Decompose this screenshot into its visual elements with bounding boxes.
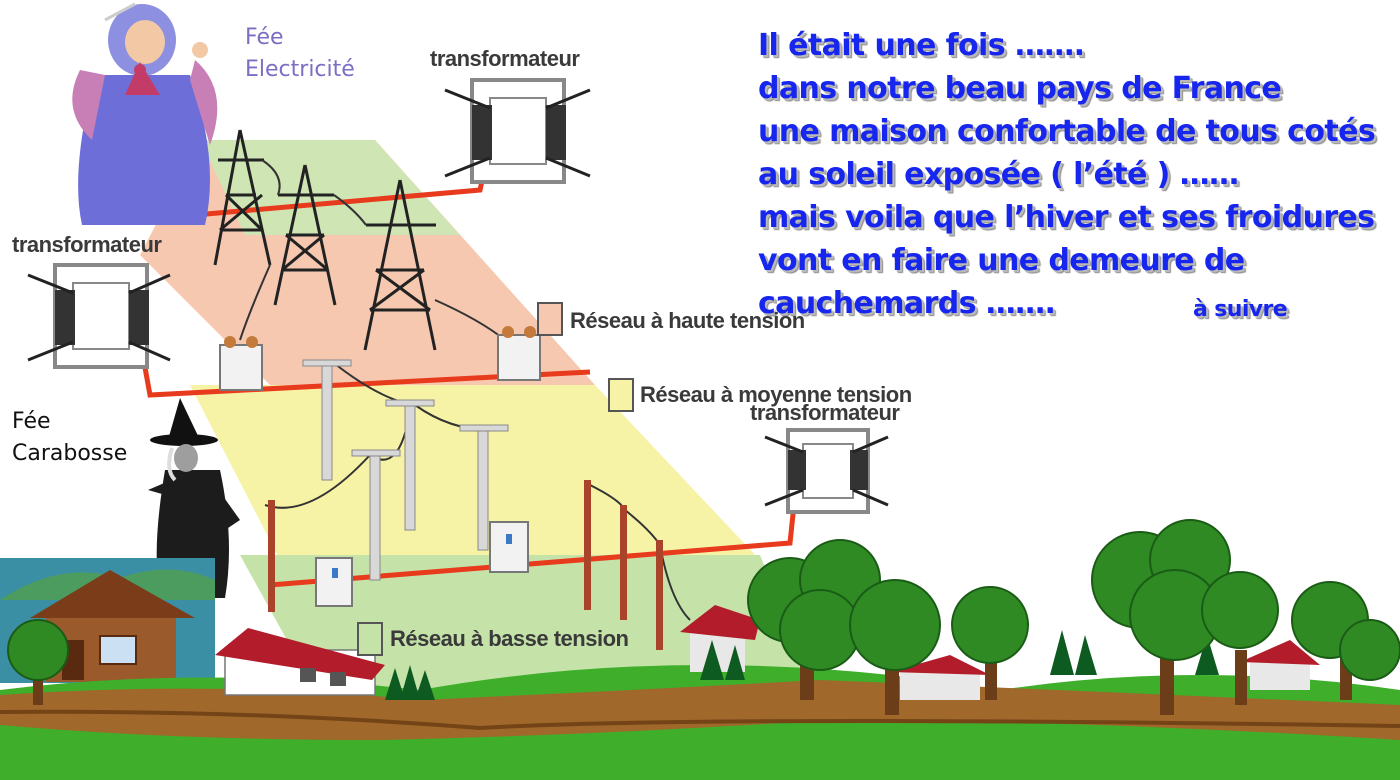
transformer-symbol-left (27, 263, 171, 369)
story-line: au soleil exposée ( l’été ) …… (758, 157, 1239, 192)
fairy-electricity-caption: Fée Electricité (245, 25, 355, 82)
witch-carabosse-caption: Fée Carabosse (12, 409, 128, 466)
farm-house (215, 628, 385, 696)
transformer-label-top: transformateur (430, 46, 580, 71)
transformer-label-right: transformateur (750, 400, 900, 425)
low-voltage-label: Réseau à basse tension (390, 626, 629, 651)
medium-voltage-legend-swatch (608, 378, 634, 412)
concrete-poles (302, 359, 509, 581)
high-voltage-green-band (200, 140, 460, 235)
village-house (680, 605, 1320, 700)
transformer-symbol-right (764, 428, 889, 514)
story-last-line: cauchemards ……. à suivre (758, 282, 1388, 325)
story-line: cauchemards ……. (758, 286, 1056, 321)
medium-voltage-label: Réseau à moyenne tension (640, 382, 912, 407)
pylon (213, 129, 437, 351)
story-line: dans notre beau pays de France (758, 71, 1282, 106)
story-line: Il était une fois ……. (758, 28, 1085, 63)
story-line: vont en faire une demeure de (758, 243, 1245, 278)
story-line: une maison confortable de tous cotés (758, 114, 1376, 149)
high-voltage-legend-swatch (537, 302, 563, 336)
high-voltage-label: Réseau à haute tension (570, 308, 805, 333)
medium-voltage-zone (190, 385, 760, 560)
story-line: mais voila que l’hiver et ses froidures (758, 200, 1375, 235)
low-voltage-zone (240, 555, 820, 700)
wooden-poles (268, 480, 663, 650)
fairy-electricity-figure (72, 2, 218, 225)
story-text: Il était une fois ……. dans notre beau pa… (758, 24, 1388, 325)
to-follow-label: à suivre (1193, 297, 1288, 322)
transformer-symbol-top (444, 78, 591, 184)
soil-shadow (0, 709, 1400, 731)
pole-transformer (219, 326, 541, 607)
trees (7, 519, 1400, 715)
transformer-label-left: transformateur (12, 232, 162, 257)
low-voltage-legend-swatch (357, 622, 383, 656)
